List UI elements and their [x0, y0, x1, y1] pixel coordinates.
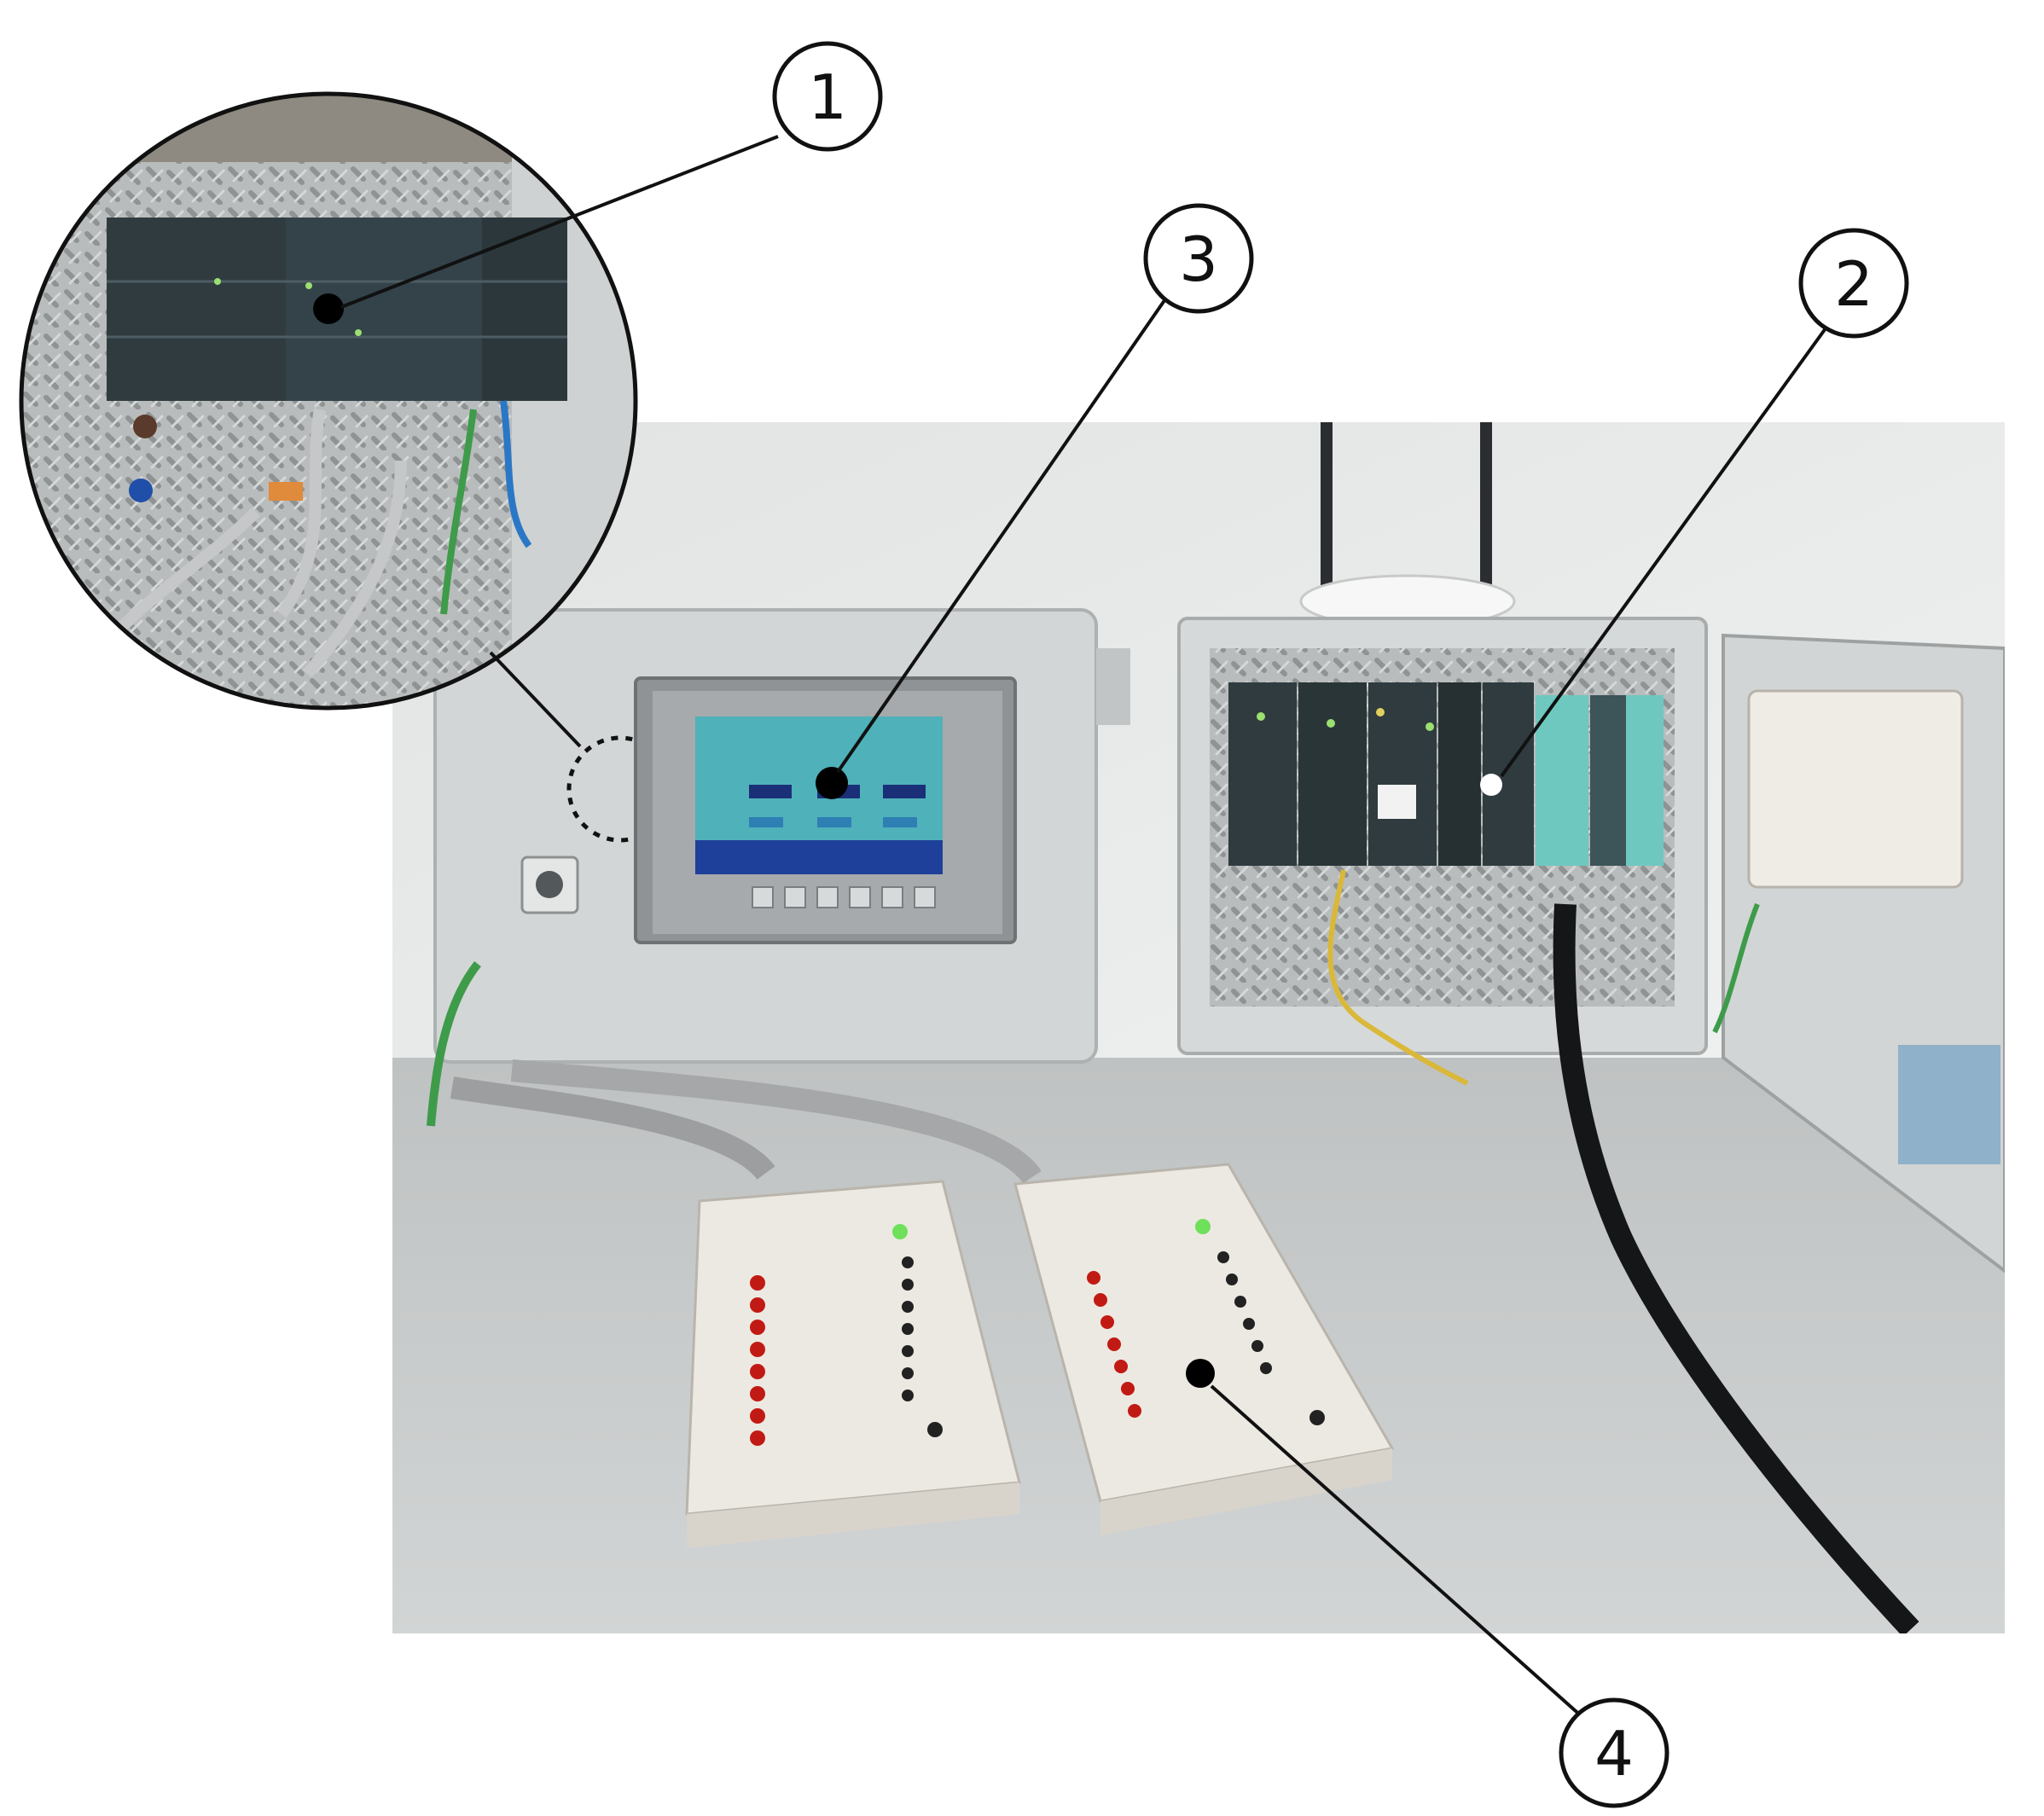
plc-rack	[1228, 682, 1664, 866]
inset-cable-green	[440, 409, 477, 615]
inset-cable-blue	[500, 400, 532, 548]
key-switch-lock-icon	[536, 871, 563, 898]
cable-grey-2	[510, 1059, 1042, 1185]
callout-1: 1	[772, 41, 883, 152]
hmi-panel	[634, 676, 1017, 944]
main-photo	[392, 422, 2005, 1633]
callout-2-number: 2	[1834, 248, 1873, 320]
test-box-1-switches	[902, 1256, 943, 1437]
cabinet-door	[1712, 633, 2005, 1274]
callout-2: 2	[1798, 228, 1909, 339]
test-box-2-leds	[1087, 1271, 1141, 1418]
wifi-router	[1299, 422, 1516, 629]
plc-cabinet	[1177, 617, 1919, 1633]
callout-1-marker	[313, 293, 344, 324]
plc-controller	[1747, 689, 1964, 889]
callout-2-marker	[1480, 774, 1502, 796]
callout-4-number: 4	[1594, 1718, 1634, 1790]
cable-green-left	[427, 960, 481, 1127]
yellow-cable	[1327, 869, 1469, 1086]
callout-4-marker	[1186, 1359, 1215, 1388]
callout-3: 3	[1143, 203, 1254, 314]
io-test-box-2	[1013, 1163, 1395, 1535]
callout-3-number: 3	[1179, 223, 1218, 295]
hmi-function-keys	[752, 886, 936, 908]
test-box-2-switches	[1217, 1251, 1325, 1425]
callout-3-marker	[816, 767, 848, 799]
callout-1-number: 1	[808, 61, 847, 133]
black-cable	[1553, 903, 1919, 1633]
cable-grey-1	[450, 1076, 775, 1181]
io-test-box-1	[685, 1180, 1021, 1548]
info-label	[1898, 1045, 2000, 1164]
callout-leaders	[340, 135, 1827, 1726]
callout-4: 4	[1559, 1697, 1669, 1808]
cable-green-right	[1712, 902, 1760, 1034]
test-box-1-leds	[750, 1275, 765, 1446]
